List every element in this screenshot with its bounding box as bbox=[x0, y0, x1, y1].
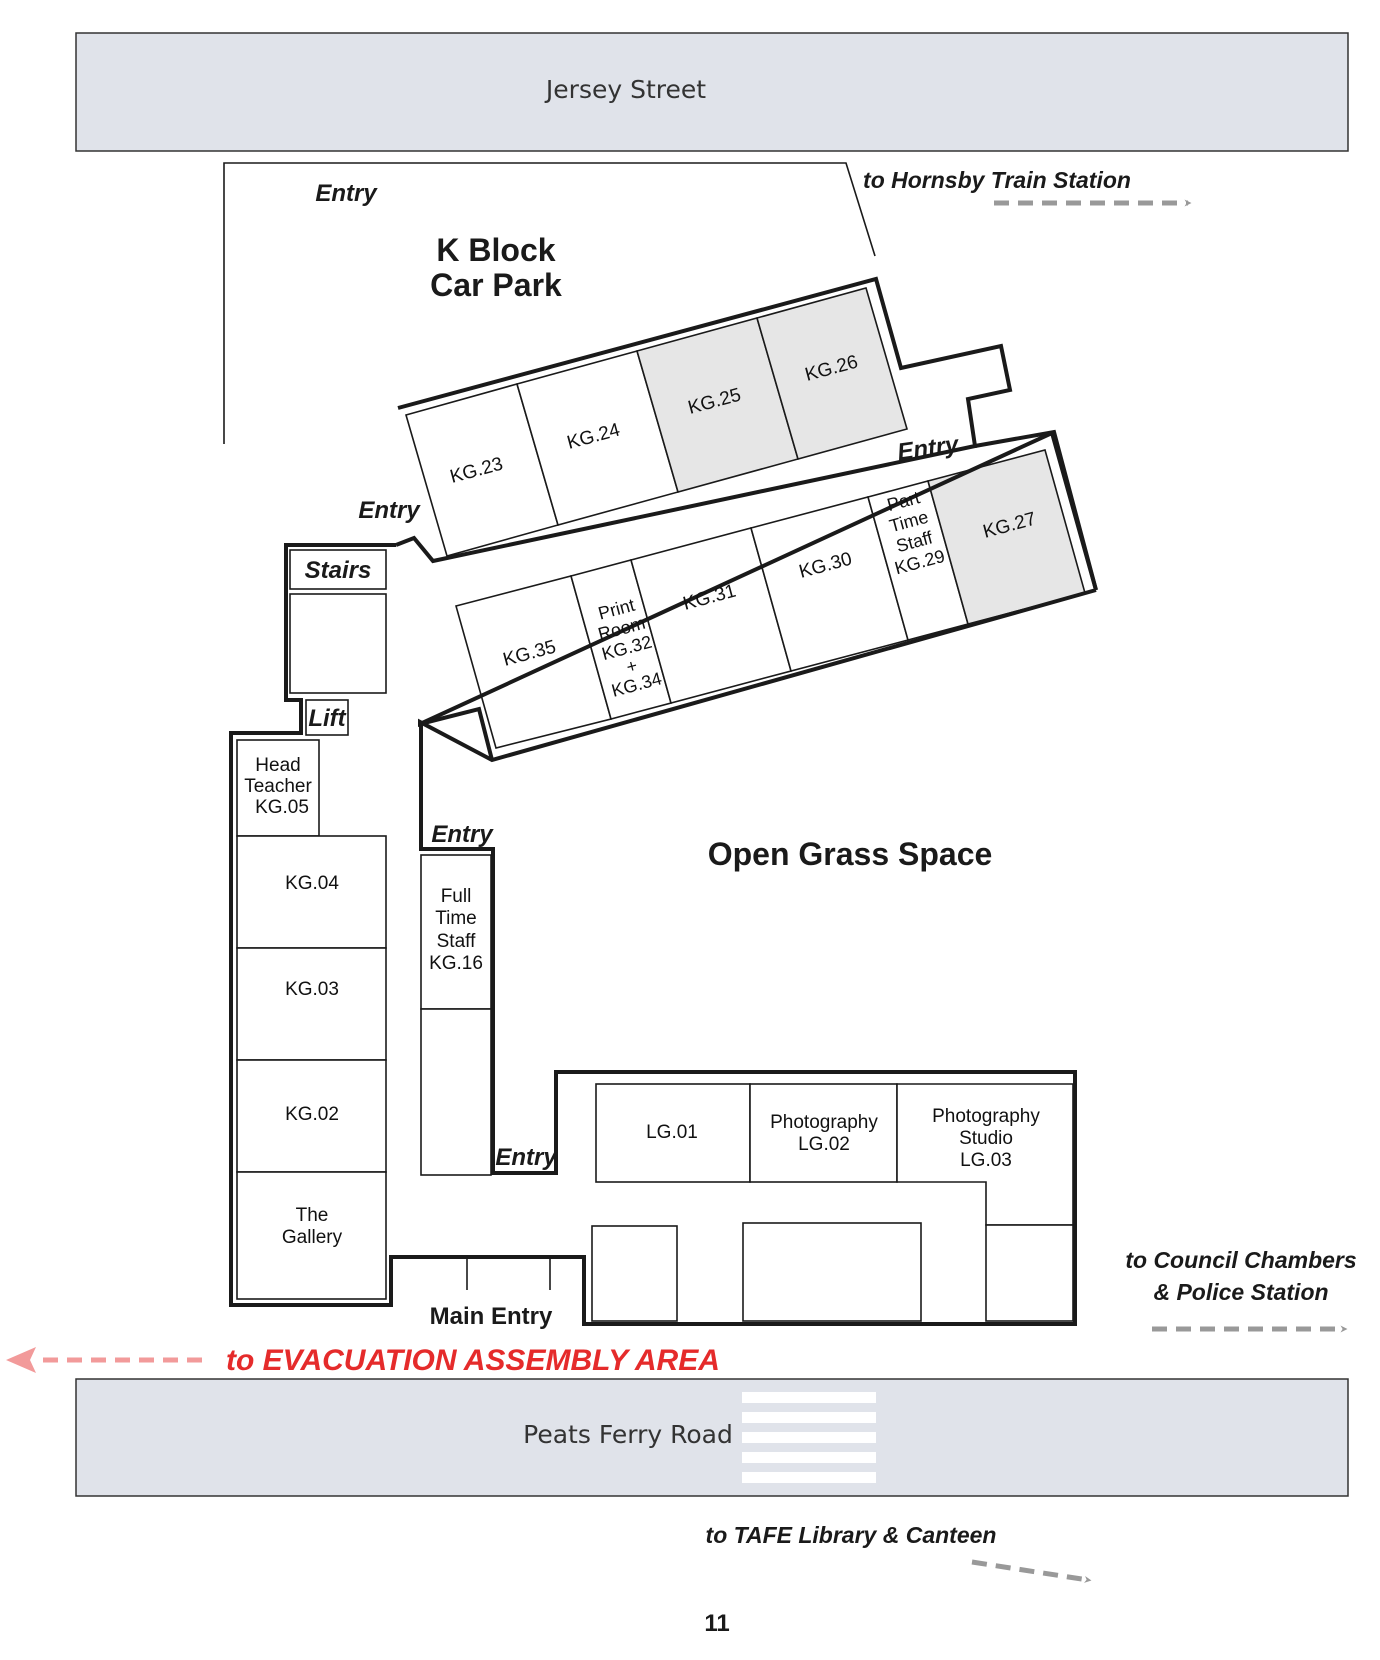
evacuation-arrow-icon bbox=[6, 1347, 36, 1373]
room-lg03-line1: Photography bbox=[932, 1106, 1040, 1127]
room-kg16-line1: Full bbox=[441, 886, 472, 907]
council-chambers-label-line1: to Council Chambers bbox=[1125, 1247, 1356, 1273]
room-kg16-line3: Staff bbox=[437, 931, 476, 952]
tafe-label: to TAFE Library & Canteen bbox=[706, 1522, 997, 1548]
stairs: Stairs bbox=[289, 549, 387, 590]
lift: Lift bbox=[305, 699, 349, 736]
room-kg05-line1: Head bbox=[255, 755, 300, 776]
peats-ferry-road: Peats Ferry Road bbox=[75, 1378, 1349, 1497]
west-block: Stairs Lift Head Teacher KG.05 KG.04 KG.… bbox=[229, 543, 1077, 1326]
room-kg16-line2: Time bbox=[435, 908, 477, 929]
train-station-label: to Hornsby Train Station bbox=[863, 167, 1131, 193]
lift-label: Lift bbox=[308, 705, 346, 732]
car-park-entry-label: Entry bbox=[315, 180, 378, 207]
room-lg03-line3: LG.03 bbox=[960, 1150, 1012, 1171]
room-lg02 bbox=[749, 1083, 898, 1183]
tafe-arrow-icon bbox=[971, 1559, 1092, 1583]
room-the-gallery-line2: Gallery bbox=[282, 1227, 343, 1248]
jersey-street: Jersey Street bbox=[75, 32, 1349, 152]
room-kg32-line4: + bbox=[624, 655, 639, 677]
peats-ferry-road-label: Peats Ferry Road bbox=[523, 1420, 733, 1449]
north-building-upper-wing: KG.23 KG.24 KG.25 KG.26 bbox=[395, 276, 1013, 564]
room-the-gallery-line1: The bbox=[296, 1205, 329, 1226]
full-time-staff-wing: Full Time Staff KG.16 bbox=[420, 854, 492, 1176]
car-park-title-line2: Car Park bbox=[430, 267, 562, 303]
stairwell bbox=[289, 593, 387, 694]
room-kg04 bbox=[236, 835, 387, 949]
room-lg03-line2: Studio bbox=[959, 1128, 1013, 1149]
north-building-lower-wing: KG.35 Print Room KG.32 + KG.34 KG.31 KG.… bbox=[418, 429, 1098, 763]
pedestrian-crossing bbox=[742, 1392, 876, 1483]
room-lg02-line1: Photography bbox=[770, 1112, 878, 1133]
lower-room-a bbox=[591, 1225, 678, 1322]
lower-room-c bbox=[985, 1224, 1074, 1322]
full-time-staff-entry-label: Entry bbox=[431, 821, 494, 848]
room-kg02 bbox=[236, 1059, 387, 1173]
open-grass-space-label: Open Grass Space bbox=[708, 836, 993, 872]
room-kg02-label: KG.02 bbox=[285, 1104, 339, 1125]
council-chambers-label-line2: & Police Station bbox=[1153, 1279, 1328, 1305]
room-kg03-label: KG.03 bbox=[285, 979, 339, 1000]
room-kg32: Print Room KG.32 + KG.34 bbox=[596, 595, 664, 701]
page-number: 11 bbox=[704, 1610, 729, 1637]
room-kg05-line2: Teacher bbox=[244, 776, 312, 797]
car-park-boundary bbox=[223, 162, 876, 444]
room-lg02-line2: LG.02 bbox=[798, 1134, 850, 1155]
room-kg05-line3: KG.05 bbox=[255, 797, 309, 818]
room-kg03 bbox=[236, 947, 387, 1061]
room-lg01-label: LG.01 bbox=[646, 1122, 698, 1143]
corridor-store bbox=[420, 1008, 492, 1176]
car-park-title-line1: K Block bbox=[436, 232, 555, 268]
room-kg16-line4: KG.16 bbox=[429, 953, 483, 974]
west-block-entry-label: Entry bbox=[358, 497, 421, 524]
lower-room-b bbox=[742, 1222, 922, 1322]
stairs-label: Stairs bbox=[305, 557, 372, 584]
room-the-gallery bbox=[236, 1171, 387, 1300]
main-entry-label: Main Entry bbox=[430, 1303, 553, 1330]
north-east-entry-label: Entry bbox=[896, 431, 962, 467]
room-kg04-label: KG.04 bbox=[285, 873, 339, 894]
lower-block: LG.01 Photography LG.02 Photography Stud… bbox=[591, 1083, 1074, 1322]
jersey-street-label: Jersey Street bbox=[544, 75, 706, 104]
evacuation-assembly-label: to EVACUATION ASSEMBLY AREA bbox=[226, 1344, 720, 1377]
lower-block-entry-label: Entry bbox=[495, 1144, 558, 1171]
